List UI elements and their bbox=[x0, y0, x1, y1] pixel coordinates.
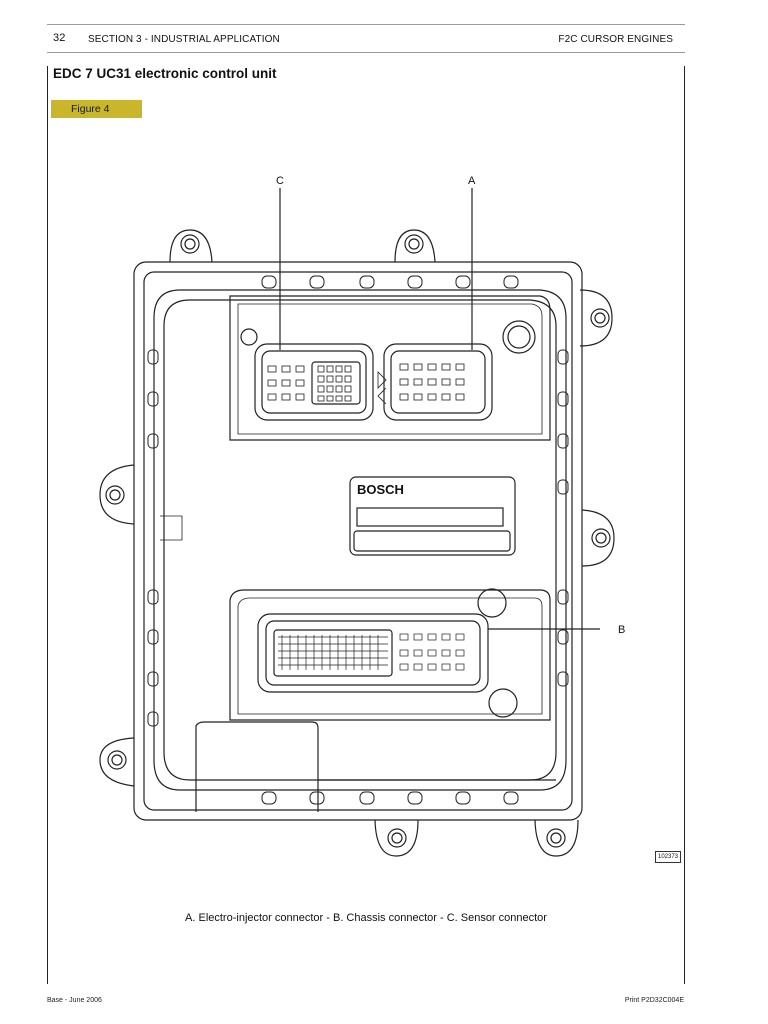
page-number: 32 bbox=[53, 32, 66, 44]
figure-caption: A. Electro-injector connector - B. Chass… bbox=[185, 912, 547, 924]
left-margin-rule bbox=[47, 66, 48, 984]
manual-title: F2C CURSOR ENGINES bbox=[558, 34, 673, 45]
connector-c bbox=[254, 343, 387, 421]
label-plate bbox=[349, 476, 516, 556]
callout-c: C bbox=[276, 175, 284, 187]
footer-print-code: Print P2D32C004E bbox=[624, 997, 684, 1004]
bottom-block bbox=[195, 721, 319, 812]
callout-a: A bbox=[468, 175, 476, 187]
connector-b bbox=[257, 613, 489, 693]
header-top-rule bbox=[47, 24, 685, 25]
housing-outer bbox=[133, 261, 583, 821]
figure-label: Figure 4 bbox=[51, 100, 142, 118]
brand-logo: BOSCH bbox=[357, 482, 404, 497]
header-bottom-rule bbox=[47, 52, 685, 53]
section-title: SECTION 3 - INDUSTRIAL APPLICATION bbox=[88, 34, 280, 45]
mounting-lugs bbox=[99, 229, 615, 857]
connector-a bbox=[383, 343, 493, 421]
page-title: EDC 7 UC31 electronic control unit bbox=[53, 66, 277, 81]
footer-edition: Base - June 2006 bbox=[47, 997, 102, 1004]
figure-reference-number: 102373 bbox=[655, 851, 681, 863]
right-margin-rule bbox=[684, 66, 685, 984]
callout-b: B bbox=[618, 624, 625, 636]
